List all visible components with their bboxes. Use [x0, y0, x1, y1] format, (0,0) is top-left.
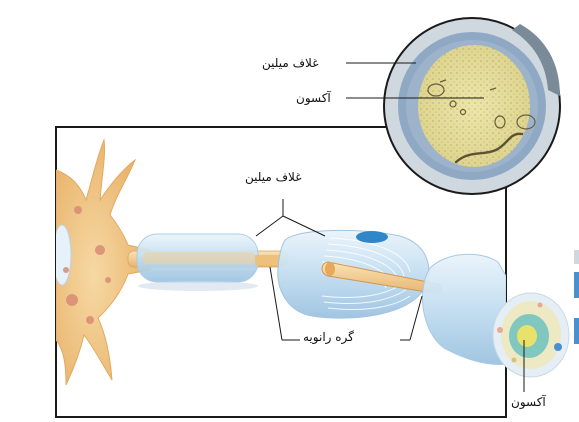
node-of-ranvier-gap — [255, 255, 281, 265]
segment-1-shadow — [138, 281, 258, 291]
schwann-nucleus — [356, 231, 388, 243]
inset-cross-section — [384, 18, 560, 194]
axon-cross-section — [493, 293, 569, 377]
cross-section-axon-core — [517, 325, 537, 347]
axon-inside-segment-1 — [143, 252, 255, 264]
label-axon-cross-section: آکسون — [511, 395, 546, 409]
label-myelin-sheath-inset: غلاف میلین — [262, 56, 318, 70]
label-node-of-ranvier: گره رانویه — [303, 330, 354, 344]
label-myelin-sheath-main: غلاف میلین — [245, 170, 301, 184]
axon-end-cut — [325, 262, 335, 276]
edge-accents — [574, 250, 579, 344]
label-axon-inset: آکسون — [296, 91, 331, 105]
